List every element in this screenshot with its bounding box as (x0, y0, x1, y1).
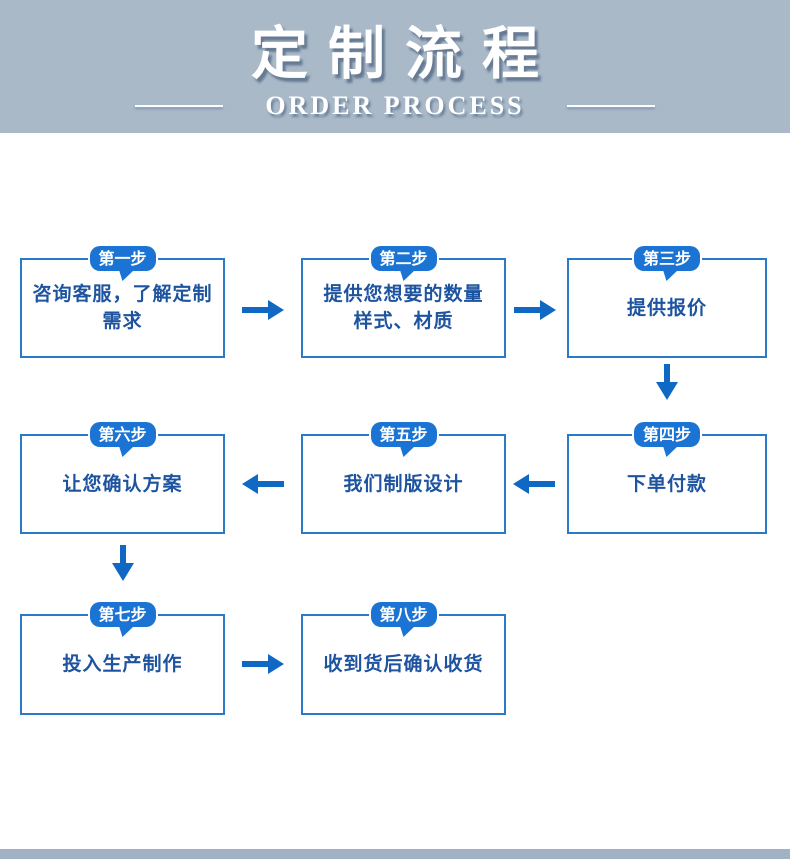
step-box-8: 第八步 收到货后确认收货 (301, 602, 506, 715)
step-box-1: 第一步 咨询客服，了解定制 需求 (20, 246, 225, 358)
badge-tail-icon (118, 446, 134, 457)
bottom-bar (0, 849, 790, 859)
subtitle-right-rule (566, 105, 655, 107)
arrow-right-icon (242, 654, 284, 674)
step-5-badge-label: 第五步 (379, 425, 428, 444)
arrow-right-icon (242, 300, 284, 320)
step-4-badge-label: 第四步 (642, 425, 692, 444)
step-box-6: 第六步 让您确认方案 (20, 422, 225, 534)
step-3-badge: 第三步 (633, 246, 701, 281)
step-8-badge-label: 第八步 (379, 605, 428, 624)
step-5-badge: 第五步 (370, 422, 437, 457)
step-4-badge: 第四步 (633, 422, 701, 457)
step-5-text: 我们制版设计 (343, 472, 464, 495)
page-subtitle: ORDER PROCESS (265, 91, 525, 120)
step-8-badge: 第八步 (370, 602, 437, 637)
step-3-badge-label: 第三步 (642, 249, 692, 268)
step-box-4: 第四步 下单付款 (567, 422, 767, 534)
arrow-left-icon (242, 474, 284, 494)
step-2-badge-label: 第二步 (379, 249, 428, 268)
step-box-3: 第三步 提供报价 (567, 246, 767, 358)
step-8-text: 收到货后确认收货 (323, 653, 484, 675)
step-6-text: 让您确认方案 (62, 472, 183, 495)
banner: 定制流程 ORDER PROCESS (0, 0, 790, 133)
step-7-badge-label: 第七步 (98, 605, 147, 624)
step-2-badge: 第二步 (370, 246, 437, 281)
step-2-text: 提供您想要的数量 样式、材质 (323, 283, 484, 332)
step-box-7: 第七步 投入生产制作 (20, 602, 225, 715)
badge-tail-icon (118, 626, 134, 637)
page-title: 定制流程 (251, 21, 559, 87)
arrow-down-icon (656, 364, 678, 400)
step-1-badge-label: 第一步 (98, 249, 147, 268)
subtitle-left-rule (135, 105, 224, 107)
badge-tail-icon (399, 626, 415, 637)
banner-subtitle-row: ORDER PROCESS (0, 91, 790, 121)
step-6-badge: 第六步 (89, 422, 156, 457)
arrow-right-icon (514, 300, 556, 320)
badge-tail-icon (399, 270, 415, 281)
badge-tail-icon (399, 446, 415, 457)
step-box-5: 第五步 我们制版设计 (301, 422, 506, 534)
step-box-2: 第二步 提供您想要的数量 样式、材质 (301, 246, 506, 358)
badge-tail-icon (662, 446, 678, 457)
step-1-badge: 第一步 (89, 246, 156, 281)
step-1-text: 咨询客服，了解定制 需求 (32, 283, 213, 332)
arrow-down-icon (112, 545, 134, 581)
arrow-left-icon (513, 474, 555, 494)
step-7-text: 投入生产制作 (62, 653, 183, 675)
badge-tail-icon (118, 270, 134, 281)
step-6-badge-label: 第六步 (98, 425, 147, 444)
step-7-badge: 第七步 (89, 602, 156, 637)
step-4-text: 下单付款 (626, 472, 707, 495)
step-3-text: 提供报价 (626, 296, 707, 319)
badge-tail-icon (662, 270, 678, 281)
